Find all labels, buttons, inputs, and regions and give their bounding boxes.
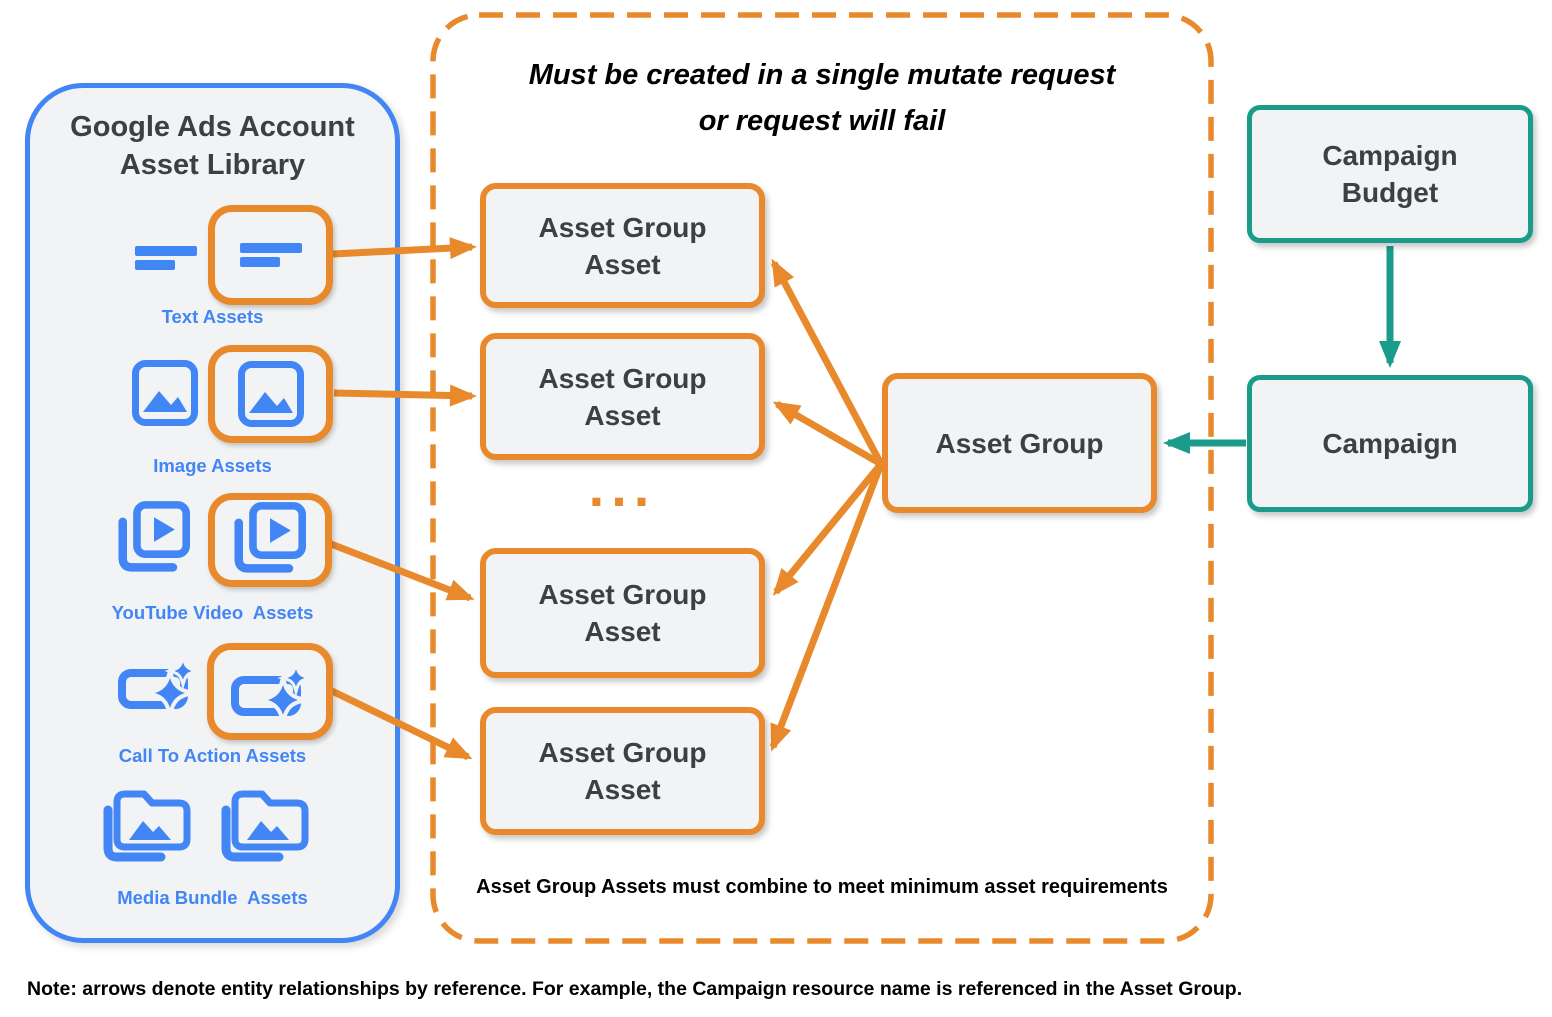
- asset-group-box: Asset Group: [882, 373, 1157, 513]
- selected-image-asset-highlight: [208, 345, 333, 443]
- campaign-budget-box: Campaign Budget: [1247, 105, 1533, 243]
- cta-sparkle-icon: [231, 665, 309, 718]
- asset-group-asset-box: Asset Group Asset: [480, 183, 765, 308]
- library-panel-title: Google Ads Account Asset Library: [70, 111, 355, 181]
- video-play-icon: [234, 502, 306, 573]
- diagram-note: Note: arrows denote entity relationships…: [27, 978, 1243, 1000]
- selected-text-asset-highlight: [208, 205, 333, 305]
- arrow-asset-group-to-box1: [770, 258, 885, 466]
- youtube-video-assets-label: YouTube Video Assets: [111, 602, 314, 623]
- arrow-asset-group-to-box4: [769, 462, 885, 752]
- cta-sparkle-icon: [118, 659, 196, 711]
- image-icon: [237, 361, 304, 427]
- selected-video-asset-highlight: [208, 493, 332, 587]
- text-assets-label: Text Assets: [161, 306, 264, 327]
- media-folder-icon: [221, 790, 309, 862]
- image-icon: [132, 360, 198, 426]
- video-play-icon: [118, 501, 190, 572]
- asset-group-asset-box: Asset Group Asset: [480, 548, 765, 678]
- more-assets-ellipsis: ...: [588, 455, 657, 518]
- text-lines-icon: [239, 243, 302, 267]
- text-lines-icon: [135, 246, 197, 270]
- image-assets-label: Image Assets: [153, 455, 272, 476]
- asset-group-asset-box: Asset Group Asset: [480, 707, 765, 835]
- arrow-asset-group-to-box2: [772, 400, 883, 468]
- mutate-request-title: Must be created in a single mutate reque…: [528, 59, 1116, 137]
- asset-group-asset-box: Asset Group Asset: [480, 333, 765, 460]
- call-to-action-assets-label: Call To Action Assets: [118, 745, 307, 766]
- media-bundle-assets-label: Media Bundle Assets: [117, 887, 308, 908]
- campaign-box: Campaign: [1247, 375, 1533, 512]
- selected-cta-asset-highlight: [207, 643, 333, 740]
- mutate-panel-footnote: Asset Group Assets must combine to meet …: [476, 876, 1168, 898]
- media-folder-icon: [103, 790, 191, 862]
- arrow-asset-group-to-box3: [772, 461, 884, 596]
